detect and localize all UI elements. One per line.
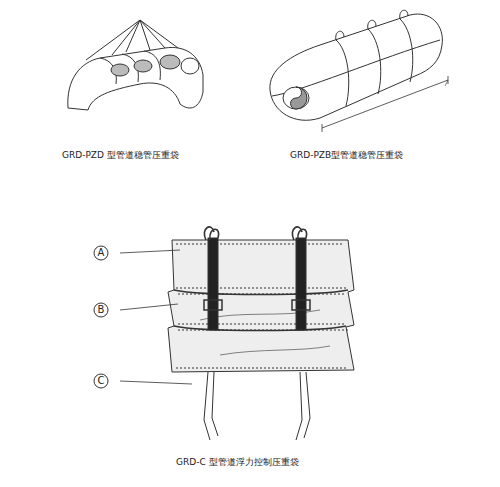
callout-letter: B (94, 303, 108, 317)
pzb-bag (270, 10, 448, 132)
callout-letter: C (94, 374, 108, 388)
callout-letter: A (94, 246, 108, 260)
pzd-bag (68, 20, 203, 110)
caption: GRD-C 型管道浮力控制压重袋 (176, 457, 299, 468)
c-bag (94, 227, 354, 440)
caption: GRD-PZD 型管道稳管压重袋 (62, 150, 179, 161)
caption: GRD-PZB型管道稳管压重袋 (290, 150, 403, 161)
